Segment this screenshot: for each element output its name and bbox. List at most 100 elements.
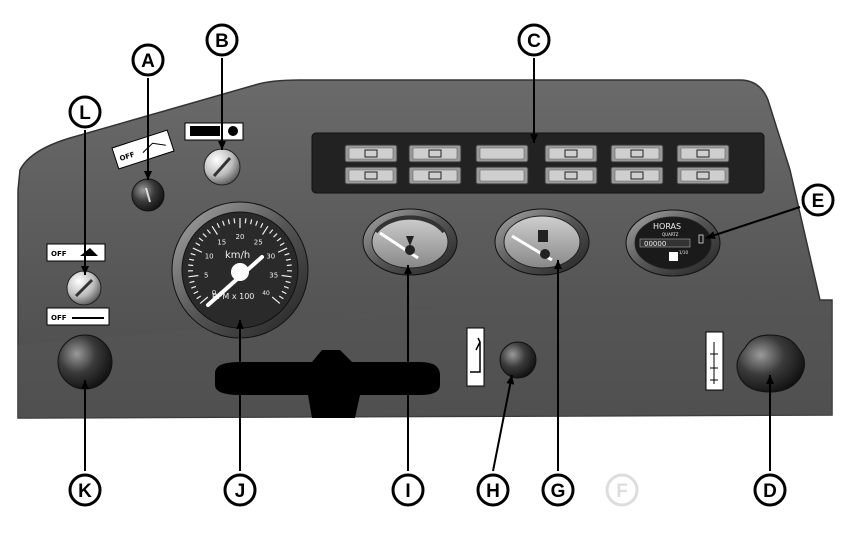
tachometer-tick <box>249 219 253 225</box>
steering-cutout <box>215 350 440 418</box>
tachometer-tick-label: 20 <box>236 233 245 241</box>
tachometer-tick <box>279 242 285 246</box>
hazard-switch[interactable] <box>66 270 102 306</box>
callout-i: I <box>391 473 425 507</box>
callout-j: J <box>223 473 257 507</box>
callout-letter-g: G <box>551 481 566 502</box>
callout-c: C <box>517 23 551 57</box>
tachometer-tick <box>193 290 199 295</box>
horn-decal <box>466 327 485 387</box>
switch-button-r2c1[interactable] <box>344 166 398 185</box>
switch-button-r1c4[interactable] <box>544 144 598 163</box>
switch-a-decal: OFF <box>111 129 175 170</box>
tachometer-tick <box>199 296 209 304</box>
tachometer-needle <box>206 255 264 307</box>
tachometer-tick <box>285 280 291 284</box>
tachometer-tick <box>216 222 220 229</box>
callout-letter-f: F <box>616 481 628 502</box>
tachometer-tick <box>277 247 288 253</box>
callout-letter-l: L <box>79 103 91 124</box>
hour-meter-small: 1/10 <box>679 250 688 255</box>
tachometer-tick <box>233 218 236 224</box>
tachometer-tick <box>278 295 284 300</box>
tachometer-unit-bottom: RPM x 100 <box>212 292 254 301</box>
hour-meter: HORAS QUARTZ 00000 1/10 <box>625 209 721 277</box>
callout-letter-i: I <box>405 481 410 502</box>
callout-d: D <box>753 473 787 507</box>
tachometer-tick <box>222 220 225 226</box>
fuel-gauge <box>494 208 590 276</box>
tachometer-unit-top: km/h <box>225 250 250 261</box>
throttle-decal <box>705 331 724 391</box>
tachometer-tick <box>283 285 289 289</box>
tachometer-tick-label: 0 <box>212 289 216 297</box>
hour-meter-indicator <box>698 234 704 244</box>
switch-l-off-label-2: OFF <box>51 314 67 322</box>
switch-button-r1c2[interactable] <box>408 144 462 163</box>
callout-letter-c: C <box>527 31 541 52</box>
tachometer-tick <box>188 274 199 278</box>
light-switch[interactable] <box>203 148 241 186</box>
ignition-switch[interactable] <box>131 178 165 212</box>
tachometer-tick <box>211 225 218 235</box>
leader-h <box>492 374 513 472</box>
callout-g: G <box>541 473 575 507</box>
callout-f: F <box>605 473 639 507</box>
callout-e: E <box>801 183 835 217</box>
leader-arrow-l <box>81 266 89 275</box>
tachometer-tick-label: 35 <box>269 271 278 279</box>
tachometer-tick <box>192 247 203 253</box>
temperature-icon <box>406 236 414 246</box>
tachometer-tick <box>244 218 247 224</box>
tachometer-tick <box>284 252 290 256</box>
leader-arrow-k <box>81 380 89 389</box>
switch-button-r2c3[interactable] <box>475 166 529 185</box>
leader-arrow-i <box>404 265 412 274</box>
leader-arrow-e <box>706 231 716 239</box>
tachometer-tick <box>271 296 281 304</box>
switch-l-decal-bottom: OFF <box>46 307 110 326</box>
callout-l: L <box>68 95 102 129</box>
tachometer-tick-label: 30 <box>266 253 275 261</box>
callout-k: K <box>68 473 102 507</box>
fuel-pump-icon <box>538 230 548 242</box>
callout-letter-a: A <box>141 51 155 72</box>
temperature-gauge <box>362 208 458 276</box>
switch-b-decal <box>184 122 244 141</box>
tachometer-tick <box>281 274 292 278</box>
switch-button-r1c1[interactable] <box>344 144 398 163</box>
switch-button-r2c6[interactable] <box>676 166 730 185</box>
switch-bank-buttons <box>344 144 730 185</box>
switch-button-r2c5[interactable] <box>610 166 664 185</box>
tachometer-tick <box>260 222 264 229</box>
hour-meter-sub: QUARTZ <box>662 232 679 237</box>
tachometer-tick <box>189 280 195 284</box>
switch-button-r1c5[interactable] <box>610 144 664 163</box>
callout-h: H <box>476 473 510 507</box>
callout-letter-d: D <box>763 481 777 502</box>
callout-letter-e: E <box>812 191 825 212</box>
tachometer-tick-label: 15 <box>217 238 226 246</box>
switch-button-r1c6[interactable] <box>676 144 730 163</box>
tachometer-tick <box>196 295 202 300</box>
switch-l-decal-top: OFF <box>46 243 106 262</box>
tachometer-tick <box>255 220 258 226</box>
tachometer-tick <box>206 229 211 234</box>
tachometer-tick-label: 5 <box>204 271 208 279</box>
tachometer-tick <box>227 219 231 225</box>
leader-arrow-b <box>218 141 226 150</box>
tachometer-tick <box>269 229 274 234</box>
switch-button-r2c2[interactable] <box>408 166 462 185</box>
callout-letter-b: B <box>215 31 229 52</box>
switch-button-r1c3[interactable] <box>475 144 529 163</box>
tachometer-tick <box>202 233 207 238</box>
leader-arrow-g <box>554 260 562 269</box>
switch-button-r2c4[interactable] <box>544 166 598 185</box>
tachometer-tick-label: 10 <box>205 253 214 261</box>
horn-button[interactable] <box>499 341 537 379</box>
leader-e <box>705 206 801 239</box>
leader-arrow-c <box>530 134 538 143</box>
